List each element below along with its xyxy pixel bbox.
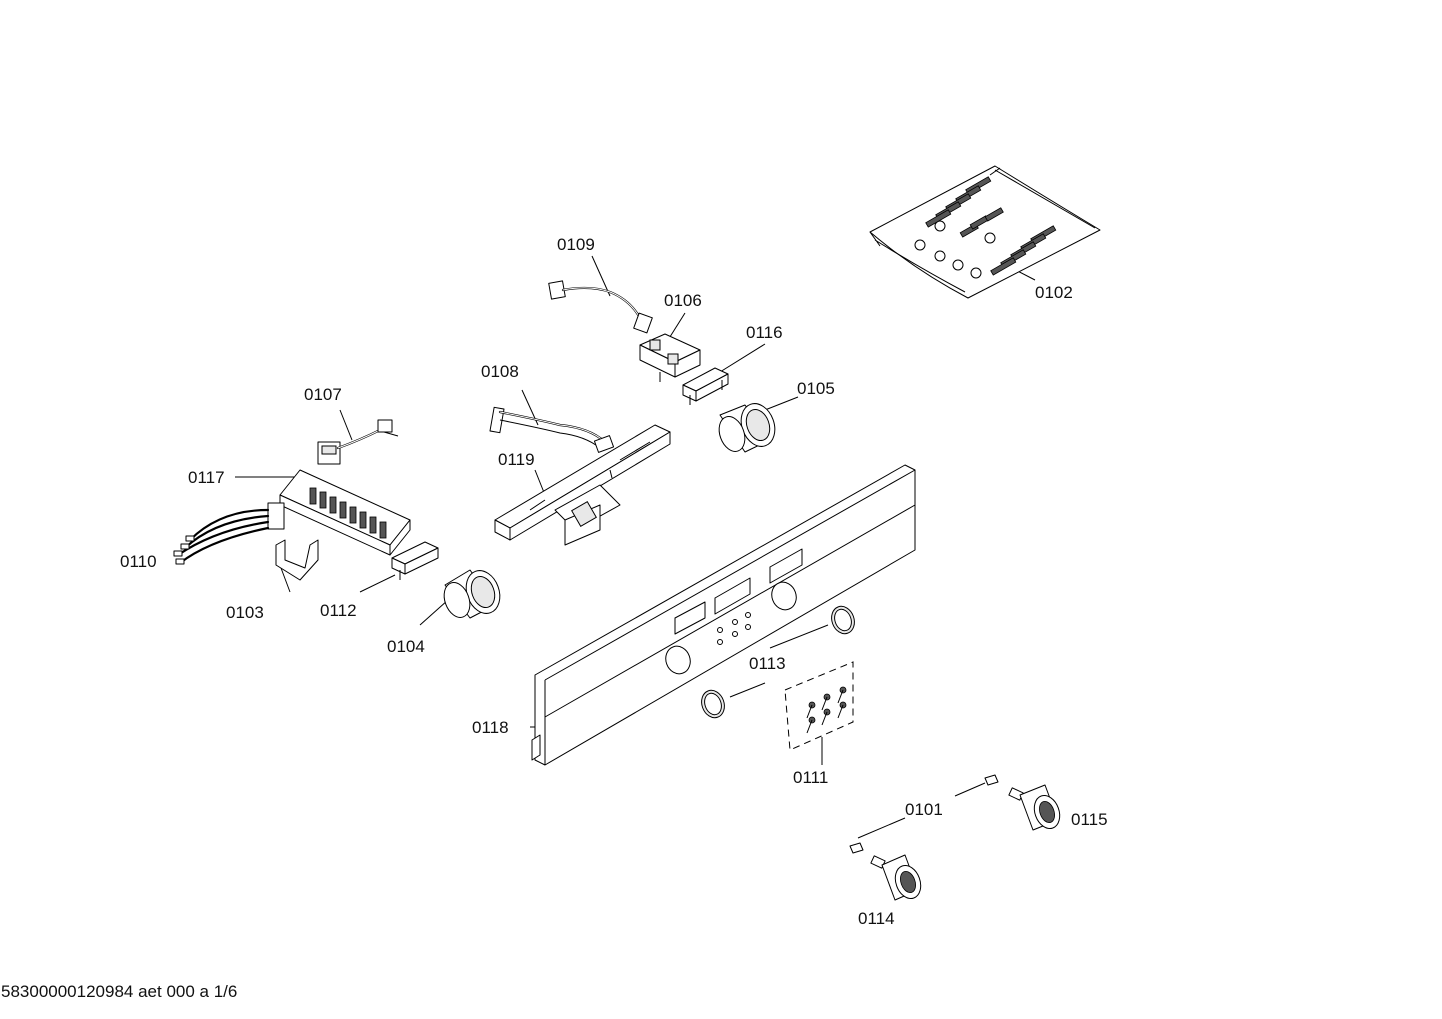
screw-bag-0102	[869, 165, 1101, 299]
label-0105: 0105	[797, 379, 835, 398]
label-0107: 0107	[304, 385, 342, 404]
control-panel-0118	[531, 464, 916, 766]
label-0101: 0101	[905, 800, 943, 819]
clip-0116	[682, 367, 729, 405]
label-0116: 0116	[746, 323, 783, 342]
label-0117: 0117	[188, 468, 225, 487]
connector-0107	[317, 419, 399, 465]
label-0106: 0106	[664, 291, 702, 310]
document-id-footer: 58300000120984 aet 000 a 1/6	[1, 982, 238, 1001]
knob-insert-0101	[849, 774, 999, 854]
bracket-0103	[275, 539, 319, 581]
terminal-strip-0117	[279, 469, 411, 556]
trim-rings-0113	[701, 605, 855, 719]
knob-0114	[870, 854, 922, 901]
knob-0115	[1008, 784, 1061, 831]
knob-housing-0104	[443, 569, 501, 619]
label-0113: 0113	[749, 654, 786, 673]
label-0114: 0114	[858, 909, 895, 928]
control-bracket-0119	[494, 424, 671, 546]
wire-leads-0110	[173, 502, 285, 565]
screws-0111	[784, 661, 854, 751]
clip-0112	[391, 541, 439, 580]
wire-harness-0109	[548, 280, 653, 334]
label-0118: 0118	[472, 718, 509, 737]
label-0103: 0103	[226, 603, 264, 622]
ribbon-cable-0108	[489, 406, 615, 453]
label-0110: 0110	[120, 552, 157, 571]
label-0115: 0115	[1071, 810, 1108, 829]
label-0102: 0102	[1035, 283, 1073, 302]
label-0119: 0119	[498, 450, 535, 469]
label-0104: 0104	[387, 637, 425, 656]
label-0112: 0112	[320, 601, 357, 620]
knob-housing-0105	[718, 403, 776, 453]
label-0111: 0111	[793, 768, 829, 787]
label-0108: 0108	[481, 362, 519, 381]
switch-0106	[639, 333, 701, 382]
label-0109: 0109	[557, 235, 595, 254]
